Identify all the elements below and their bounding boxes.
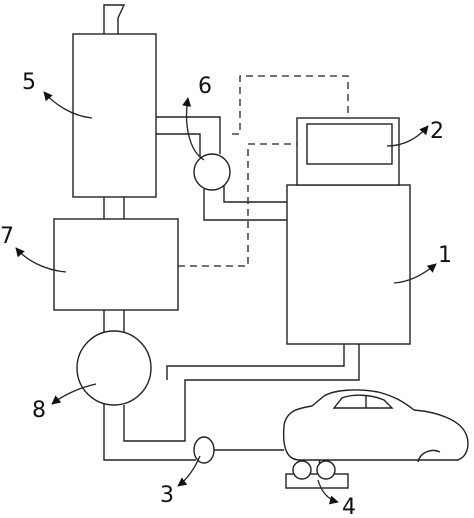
component-2-unit bbox=[296, 117, 400, 186]
label-1-text: 1 bbox=[438, 243, 452, 268]
car-outline bbox=[282, 389, 469, 475]
component-7-box bbox=[53, 218, 179, 311]
label-4-text: 4 bbox=[342, 495, 356, 518]
label-7: 7 bbox=[0, 224, 67, 273]
label-8: 8 bbox=[32, 383, 97, 423]
component-4-rollers bbox=[285, 460, 349, 489]
label-2-text: 2 bbox=[430, 119, 444, 144]
pipe-5-to-6 bbox=[156, 116, 221, 157]
label-6: 6 bbox=[182, 74, 212, 161]
pipe-6-to-1 bbox=[203, 185, 287, 221]
pipe-8-to-3 bbox=[103, 404, 196, 461]
control-line-6-to-2 bbox=[232, 75, 349, 135]
label-3: 3 bbox=[160, 455, 201, 508]
exhaust-stack bbox=[103, 4, 126, 34]
label-4: 4 bbox=[317, 479, 356, 518]
component-1-box bbox=[286, 184, 411, 345]
component-8-circle bbox=[76, 330, 152, 406]
label-3-text: 3 bbox=[160, 483, 174, 508]
label-1: 1 bbox=[393, 243, 452, 284]
label-7-text: 7 bbox=[0, 224, 14, 249]
component-3-fan bbox=[193, 436, 284, 464]
pipe-5-to-7 bbox=[103, 197, 125, 219]
component-6-circle bbox=[193, 153, 231, 191]
pipe-7-to-8 bbox=[103, 310, 125, 332]
label-8-text: 8 bbox=[32, 398, 46, 423]
pipe-1-to-3 bbox=[123, 344, 360, 442]
label-6-text: 6 bbox=[198, 74, 212, 99]
control-line-7-to-2 bbox=[178, 143, 297, 267]
component-5-box bbox=[72, 33, 157, 198]
label-2: 2 bbox=[386, 119, 444, 147]
label-5-text: 5 bbox=[22, 70, 36, 95]
label-5: 5 bbox=[22, 70, 93, 119]
